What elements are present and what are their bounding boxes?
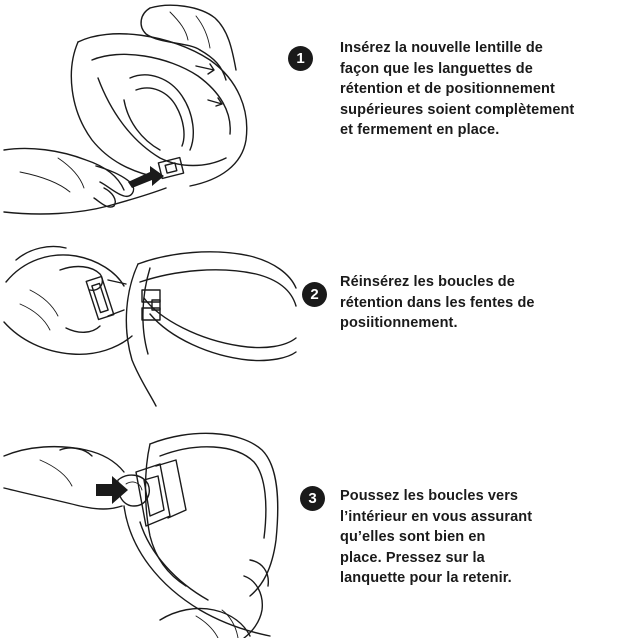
- instruction-line: et fermement en place.: [340, 122, 500, 138]
- step-number-badge: 1: [288, 46, 313, 71]
- step-2: 2 Réinsérez les boucles de rétention dan…: [0, 230, 637, 410]
- instruction-line: supérieures soient complètement: [340, 101, 575, 118]
- illustration-push-buckles: [3, 432, 279, 638]
- step-instruction: Réinsérez les boucles de rétention dans …: [340, 272, 535, 334]
- instruction-line: l’intérieur en vous assurant: [340, 508, 533, 525]
- instruction-line: posiitionnement.: [340, 315, 458, 331]
- illustration-buckle-reinsertion: [3, 245, 297, 407]
- instruction-line: place. Pressez sur la: [340, 549, 485, 566]
- step-3: 3 Poussez les boucles vers l’intérieur e…: [0, 410, 637, 638]
- step-instruction: Poussez les boucles vers l’intérieur en …: [340, 486, 532, 589]
- illustration-lens-insertion: [3, 4, 248, 215]
- instruction-line: lanquette pour la retenir.: [340, 570, 512, 586]
- instruction-line: rétention dans les fentes de: [340, 294, 535, 311]
- step-1: 1 Insérez la nouvelle lentille de façon …: [0, 0, 637, 230]
- instruction-line: façon que les languettes de: [340, 60, 533, 77]
- step-number-badge: 3: [300, 486, 325, 511]
- instruction-line: Poussez les boucles vers: [340, 488, 519, 504]
- step-instruction: Insérez la nouvelle lentille de façon qu…: [340, 38, 574, 141]
- instruction-line: rétention et de positionnement: [340, 81, 555, 97]
- instruction-line: qu’elles sont bien en: [340, 529, 486, 545]
- step-number-badge: 2: [302, 282, 327, 307]
- instruction-line: Réinsérez les boucles de: [340, 274, 515, 290]
- instruction-line: Insérez la nouvelle lentille de: [340, 40, 543, 56]
